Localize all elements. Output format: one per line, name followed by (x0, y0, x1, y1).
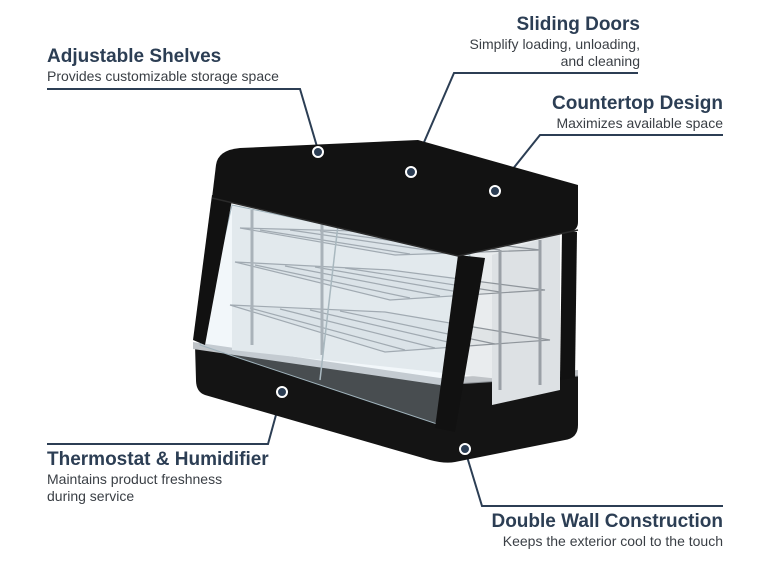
callout-countertop-design: Countertop Design Maximizes available sp… (480, 93, 723, 132)
callout-desc: Provides customizable storage space (47, 68, 279, 84)
center-frame (435, 255, 485, 432)
callout-desc: Maximizes available space (556, 115, 723, 131)
cabinet-base (195, 345, 578, 463)
leader-adjustable-shelves (47, 88, 319, 151)
callout-thermostat-humidifier: Thermostat & Humidifier Maintains produc… (47, 449, 269, 505)
callout-desc-line1: Maintains product freshness (47, 471, 223, 487)
callout-title: Thermostat & Humidifier (47, 449, 269, 470)
callout-title: Adjustable Shelves (47, 46, 222, 67)
callout-dots (276, 146, 501, 455)
dot-countertop (489, 185, 501, 197)
dot-thermostat (276, 386, 288, 398)
left-frame (193, 195, 232, 345)
door-seam (319, 224, 339, 381)
dot-double-wall (459, 443, 471, 455)
callout-sliding-doors: Sliding Doors Simplify loading, unloadin… (440, 14, 640, 70)
callout-title: Double Wall Construction (491, 511, 723, 532)
callout-title: Countertop Design (552, 93, 723, 114)
dot-adjustable-shelves (312, 146, 324, 158)
callout-desc-line2: during service (47, 488, 135, 504)
right-frame (560, 230, 577, 380)
callout-double-wall: Double Wall Construction Keeps the exter… (440, 511, 723, 550)
top-canopy (212, 140, 578, 256)
leader-double-wall (464, 449, 723, 507)
callout-desc-line1: Simplify loading, unloading, (469, 36, 640, 52)
callout-desc-line2: and cleaning (560, 53, 640, 69)
leader-sliding-doors (411, 72, 638, 171)
callout-desc: Keeps the exterior cool to the touch (502, 533, 723, 549)
dot-sliding-doors (405, 166, 417, 178)
base-trim (193, 342, 578, 385)
callout-adjustable-shelves: Adjustable Shelves Provides customizable… (47, 46, 279, 85)
callout-title: Sliding Doors (516, 14, 641, 35)
